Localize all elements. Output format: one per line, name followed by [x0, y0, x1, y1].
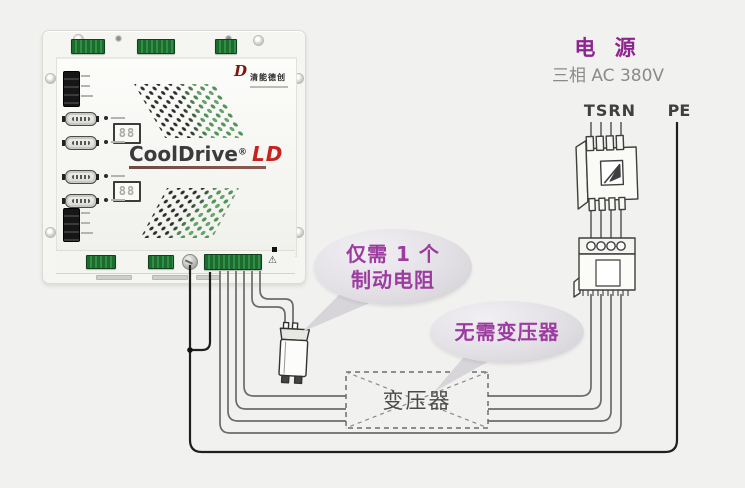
indicator-dot-icon	[272, 247, 277, 252]
seven-segment-display: 88	[113, 123, 141, 144]
vent-screw-icon	[115, 35, 122, 42]
dsub-connector	[62, 194, 97, 208]
brand-logo: D 清能德创	[233, 62, 288, 88]
drive-foot	[196, 275, 220, 280]
tiny-label-bar	[111, 175, 125, 177]
tiny-label-bar	[81, 222, 90, 224]
callout-line: 仅需 1 个	[346, 242, 440, 266]
earth-label-pe: PE	[667, 101, 691, 120]
mounting-hole-icon	[45, 73, 56, 84]
top-terminal-block	[71, 39, 105, 54]
drive-foot	[152, 275, 188, 280]
callout-line: 制动电阻	[351, 268, 435, 292]
callout-braking-resistor: 仅需 1 个 制动电阻	[314, 229, 472, 305]
dsub-connector	[62, 112, 97, 126]
power-terminal-block	[204, 254, 262, 270]
dsub-connector	[62, 136, 97, 150]
tiny-label-bar	[111, 199, 125, 201]
power-title: 电 源	[574, 36, 642, 60]
status-led-icon	[104, 116, 108, 120]
mounting-hole-icon	[253, 35, 264, 46]
brand-logo-label: 清能德创	[250, 73, 286, 82]
vent-dot-grid-upper	[134, 84, 248, 138]
tiny-label-bar	[81, 232, 93, 234]
brand-logo-subtext-bar	[250, 86, 288, 88]
circuit-breaker-graphic	[575, 134, 639, 212]
status-led-icon	[104, 140, 108, 144]
io-connector-block	[63, 208, 80, 242]
seven-segment-display: 88	[113, 181, 141, 202]
status-led-icon	[104, 174, 108, 178]
power-subtitle: 三相 AC 380V	[551, 66, 665, 86]
brand-logo-icon: D	[233, 62, 247, 80]
bottom-terminal-block	[86, 255, 116, 269]
model-name-text: CoolDrive	[129, 142, 238, 166]
wire-junction-dot	[187, 347, 193, 353]
tiny-label-bar	[111, 141, 125, 143]
model-underline	[129, 166, 266, 169]
drive-bottom-flange: ⚠	[56, 247, 295, 274]
tiny-label-bar	[81, 212, 90, 214]
vent-dot-grid-lower	[140, 188, 239, 238]
dsub-connector	[62, 170, 97, 184]
drive-front-panel: D 清能德创 CoolDrive® LD 88	[56, 57, 297, 257]
callout-no-transformer: 无需变压器	[430, 301, 584, 363]
callout-line: 无需变压器	[454, 320, 560, 344]
mounting-hole-icon	[45, 227, 56, 238]
top-terminal-block	[137, 39, 175, 54]
contactor-graphic	[573, 237, 636, 298]
phase-label-tsrn: TSRN	[583, 101, 637, 120]
tiny-label-bar	[81, 95, 93, 97]
tiny-label-bar	[81, 75, 90, 77]
warning-icon: ⚠	[268, 255, 277, 266]
model-series-text: LD	[252, 142, 284, 166]
status-led-icon	[104, 198, 108, 202]
ground-screw-icon	[182, 254, 198, 270]
bottom-terminal-block	[148, 255, 174, 269]
top-terminal-block	[215, 39, 237, 54]
model-name: CoolDrive® LD	[129, 142, 283, 166]
registered-mark: ®	[237, 147, 247, 158]
io-connector-block	[63, 71, 80, 107]
tiny-label-bar	[81, 85, 90, 87]
drive-foot	[96, 275, 132, 280]
vent-screw-icon	[225, 35, 232, 42]
tiny-label-bar	[111, 117, 125, 119]
